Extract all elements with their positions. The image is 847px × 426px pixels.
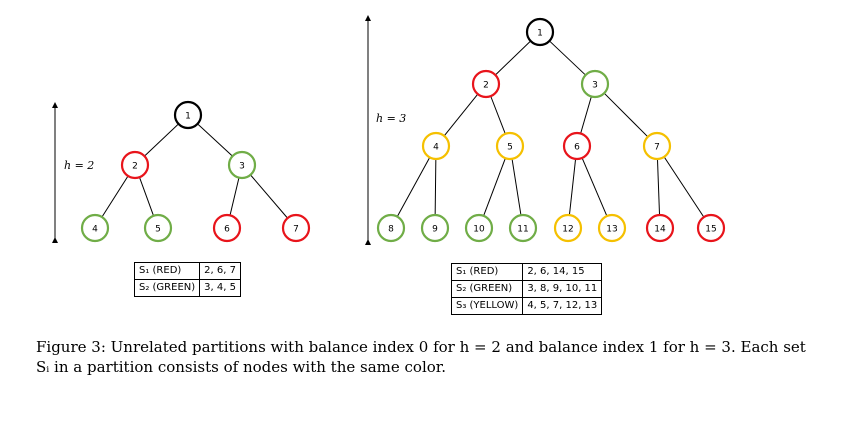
tree-h2-edge-3-6 [229,177,240,216]
tree-h2-node-label-7: 7 [293,225,299,235]
tree-h2-node-label-1: 1 [185,112,191,122]
tree-h2-node-2 [120,150,150,180]
tree-h3-node-label-11: 11 [517,225,528,235]
tree-h2-node-5 [143,213,173,243]
partition-set-members: 2, 6, 14, 15 [522,263,603,281]
tree-h2-height-label: h = 2 [64,159,94,172]
tree-h3-node-13 [597,213,627,243]
tree-h2-edge-2-4 [101,175,129,218]
tree-h3-node-label-14: 14 [654,225,666,235]
tree-h3-edge-6-13 [581,157,608,217]
tree-h3-node-label-4: 4 [433,143,439,153]
tree-h3-node-label-8: 8 [388,225,394,235]
tree-h2-node-label-2: 2 [132,162,138,172]
tree-h2-node-label-6: 6 [224,225,230,235]
tree-h3-node-label-10: 10 [473,225,485,235]
tree-h2-node-4 [80,213,110,243]
tree-h3-node-10 [464,213,494,243]
tree-h3-node-4 [421,131,451,161]
tree-h3-node-label-6: 6 [574,143,580,153]
tree-h2-edge-1-3 [197,123,233,157]
tree-h3-node-9 [420,213,450,243]
partition-set-name: S₁ (RED) [450,263,524,281]
tree-h2-node-3 [227,150,257,180]
tree-h2-node-label-5: 5 [155,225,161,235]
tree-h3-edge-2-4 [443,93,479,137]
tree-h3-edge-6-12 [568,158,577,216]
partition-set-members: 3, 4, 5 [199,279,241,297]
tree-h3-edge-7-14 [656,158,661,216]
tree-h3-node-2 [471,69,501,99]
partition-row: S₃ (YELLOW)4, 5, 7, 12, 13 [450,297,603,315]
tree-h3-edge-1-3 [549,40,586,76]
tree-h3-node-7 [642,131,672,161]
tree-h3-node-1 [525,17,555,47]
tree-h3-node-14 [645,213,675,243]
tree-h3-edge-1-2 [495,40,531,76]
tree-h3-edge-4-8 [396,157,431,217]
tree-h2-edge-3-7 [250,174,288,219]
tree-h3-node-11 [508,213,538,243]
partition-row: S₁ (RED)2, 6, 14, 15 [450,263,603,281]
tree-h3-edge-3-6 [580,96,592,134]
figure-caption: Figure 3: Unrelated partitions with bala… [36,338,806,376]
partition-set-members: 2, 6, 7 [199,262,241,280]
tree-h3-height-label: h = 3 [376,112,406,125]
partition-set-name: S₃ (YELLOW) [450,297,524,315]
tree-h3-edge-4-9 [434,158,437,216]
tree-h2-node-label-4: 4 [92,225,98,235]
tree-h3-node-6 [562,131,592,161]
tree-h3-edge-2-5 [490,95,506,135]
tree-h3-node-label-9: 9 [432,225,438,235]
partition-row: S₁ (RED)2, 6, 7 [133,262,241,280]
tree-h3-node-label-7: 7 [654,143,660,153]
tree-h3-edge-5-10 [483,157,506,217]
tree-h3-node-label-13: 13 [606,225,617,235]
partition-set-name: S₂ (GREEN) [133,279,201,297]
partition-set-name: S₂ (GREEN) [450,280,524,298]
partition-row: S₂ (GREEN)3, 4, 5 [133,279,241,297]
tree-h3-edge-3-7 [603,92,649,138]
tree-h2-edge-1-2 [144,123,179,157]
tree-h3-node-label-12: 12 [562,225,573,235]
tree-h2-node-1 [173,100,203,130]
tree-h2-edge-2-5 [138,177,155,216]
tree-h2-node-6 [212,213,242,243]
tree-h2-node-7 [281,213,311,243]
partition-set-name: S₁ (RED) [133,262,201,280]
tree-h3-node-label-3: 3 [592,81,598,91]
tree-h3-node-label-15: 15 [705,225,716,235]
tree-h3-node-label-2: 2 [483,81,489,91]
tree-h3-node-5 [495,131,525,161]
tree-h3-node-12 [553,213,583,243]
tree-h3-node-15 [696,213,726,243]
partition-row: S₂ (GREEN)3, 8, 9, 10, 11 [450,280,603,298]
tree-h3-node-label-1: 1 [537,29,543,39]
partition-set-members: 4, 5, 7, 12, 13 [522,297,603,315]
tree-h3-node-label-5: 5 [507,143,513,153]
tree-h3-edge-5-11 [511,158,522,216]
tree-h2-node-label-3: 3 [239,162,245,172]
tree-h3-edge-7-15 [663,156,705,218]
tree-h3-node-3 [580,69,610,99]
tree-h3-node-8 [376,213,406,243]
partition-set-members: 3, 8, 9, 10, 11 [522,280,603,298]
